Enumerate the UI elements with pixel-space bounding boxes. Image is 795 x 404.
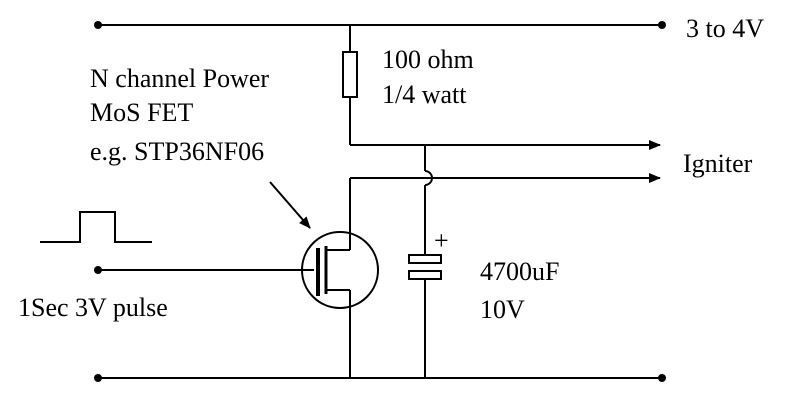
- input-pulse-label: 1Sec 3V pulse: [18, 293, 168, 322]
- top-rail-right-node: [658, 21, 666, 29]
- fet-part-label: e.g. STP36NF06: [90, 137, 264, 166]
- fet-type-label-line2: MoS FET: [90, 98, 193, 127]
- gate-input-node: [94, 266, 102, 274]
- pulse-waveform: [40, 211, 152, 243]
- capacitor-polarity-mark: +: [434, 226, 449, 255]
- resistor-power-label: 1/4 watt: [382, 80, 467, 109]
- resistor: [342, 25, 358, 145]
- capacitor-voltage-label: 10V: [480, 295, 525, 324]
- resistor-body: [342, 51, 358, 98]
- fet-pointer-arrow: [269, 181, 311, 229]
- top-rail-left-node: [94, 21, 102, 29]
- resistor-value-label: 100 ohm: [382, 45, 474, 74]
- bottom-rail-right-node: [658, 374, 666, 382]
- mosfet: [94, 178, 379, 378]
- capacitor-plate-positive: [408, 254, 442, 264]
- fet-type-label-line1: N channel Power: [90, 64, 269, 93]
- bottom-ground-rail: [94, 374, 666, 382]
- top-supply-rail: [94, 21, 666, 29]
- supply-voltage-label: 3 to 4V: [686, 14, 764, 43]
- capacitor-plate-negative: [408, 270, 442, 280]
- igniter-label: Igniter: [683, 149, 753, 178]
- bottom-rail-left-node: [94, 374, 102, 382]
- capacitor-value-label: 4700uF: [480, 257, 559, 286]
- capacitor-branch: [408, 145, 442, 378]
